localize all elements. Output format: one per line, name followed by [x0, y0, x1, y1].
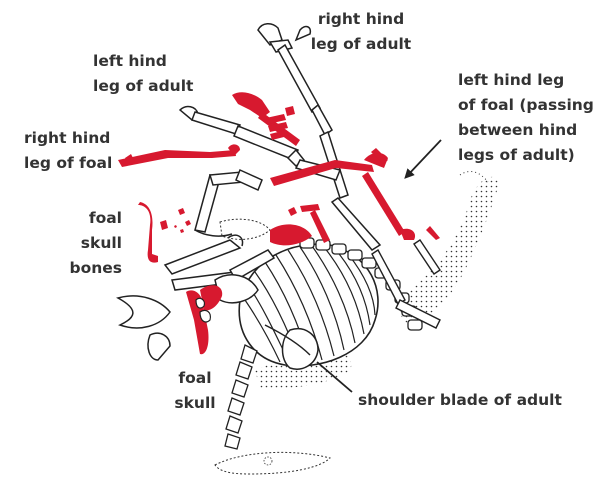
- left-hind-leg-foal-arrow: [407, 140, 441, 176]
- label-left-hind-leg-of-adult: left hind leg of adult: [93, 49, 223, 99]
- label-foal-skull: foal skull: [165, 366, 225, 416]
- label-foal-skull-bones: foal skull bones: [40, 206, 122, 281]
- label-shoulder-blade-of-adult: shoulder blade of adult: [358, 388, 598, 413]
- stippled-tail: [395, 171, 500, 325]
- label-left-hind-leg-of-foal: left hind leg of foal (passing between h…: [458, 68, 603, 168]
- label-right-hind-leg-of-adult: right hind leg of adult: [306, 7, 416, 57]
- adult-neck-vertebrae: [225, 345, 257, 449]
- adult-skull: [215, 452, 330, 474]
- label-right-hind-leg-of-foal: right hind leg of foal: [24, 126, 134, 176]
- stippled-fragment: [220, 219, 270, 239]
